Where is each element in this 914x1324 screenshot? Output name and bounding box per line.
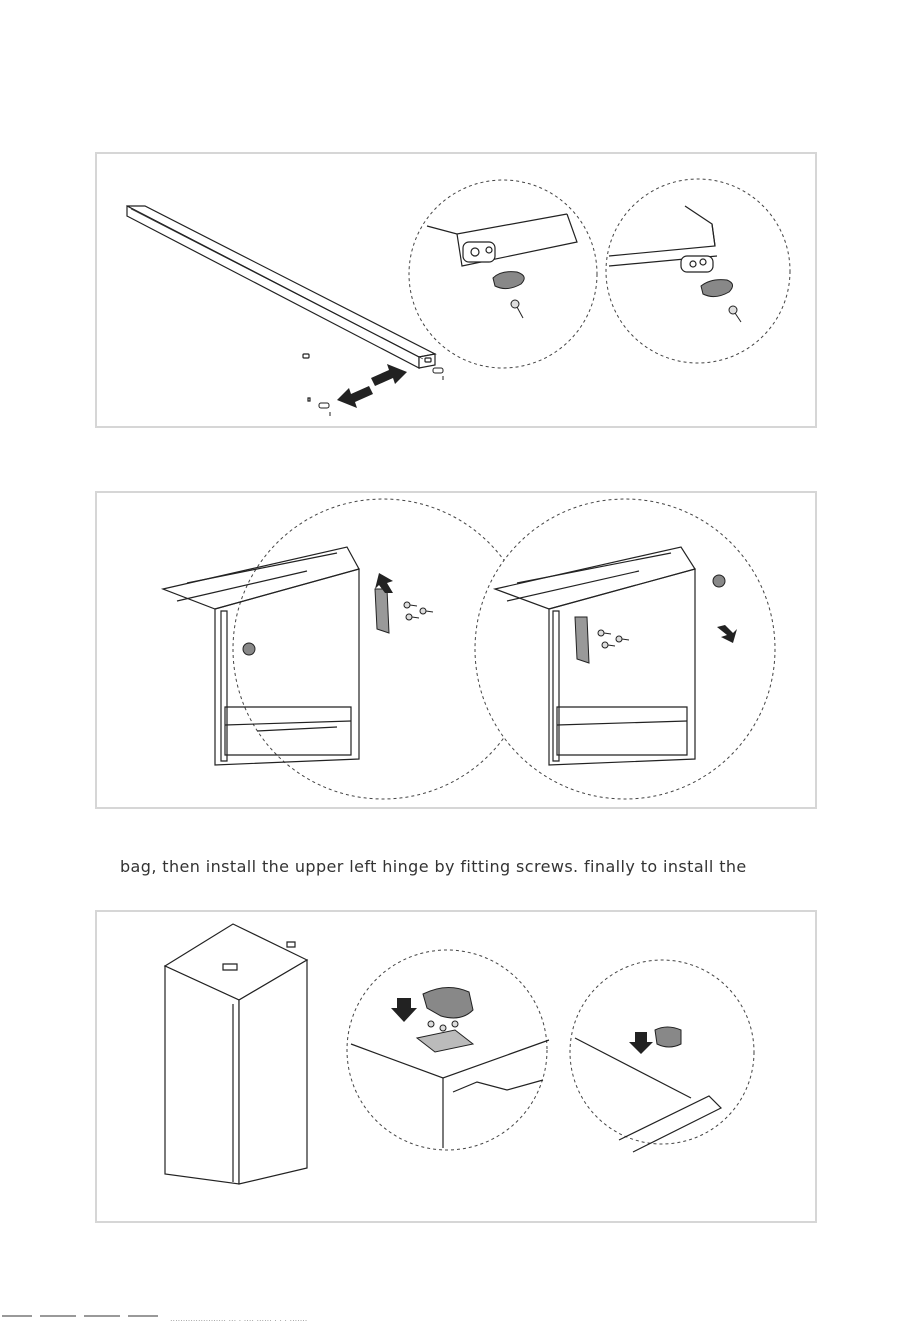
figure-cabinet-hinge-swap [95, 491, 817, 809]
detail-circle-left [409, 180, 597, 368]
top-cap-icon [655, 1027, 681, 1047]
figure-top-hinge-cover [95, 910, 817, 1223]
footer-bars [0, 1315, 160, 1324]
detail-circle-right [606, 179, 790, 363]
slide-arrows-icon [337, 364, 407, 408]
figure-door-hinge-bushings [95, 152, 817, 428]
footer-text: ...................... ... . .... ......… [170, 1314, 307, 1323]
step-instruction-text: bag, then install the upper left hinge b… [120, 857, 747, 876]
hinge-circle-left [347, 950, 549, 1150]
refrigerator-icon [165, 924, 307, 1184]
cabinet-circle-right [475, 499, 775, 799]
hinge-pin-icon [243, 643, 255, 655]
cabinet-illustration [97, 493, 815, 807]
refrigerator-illustration [97, 912, 815, 1221]
door-panel-illustration [97, 154, 815, 426]
hinge-bracket-icon [375, 589, 389, 633]
cover-circle-right [570, 960, 754, 1152]
